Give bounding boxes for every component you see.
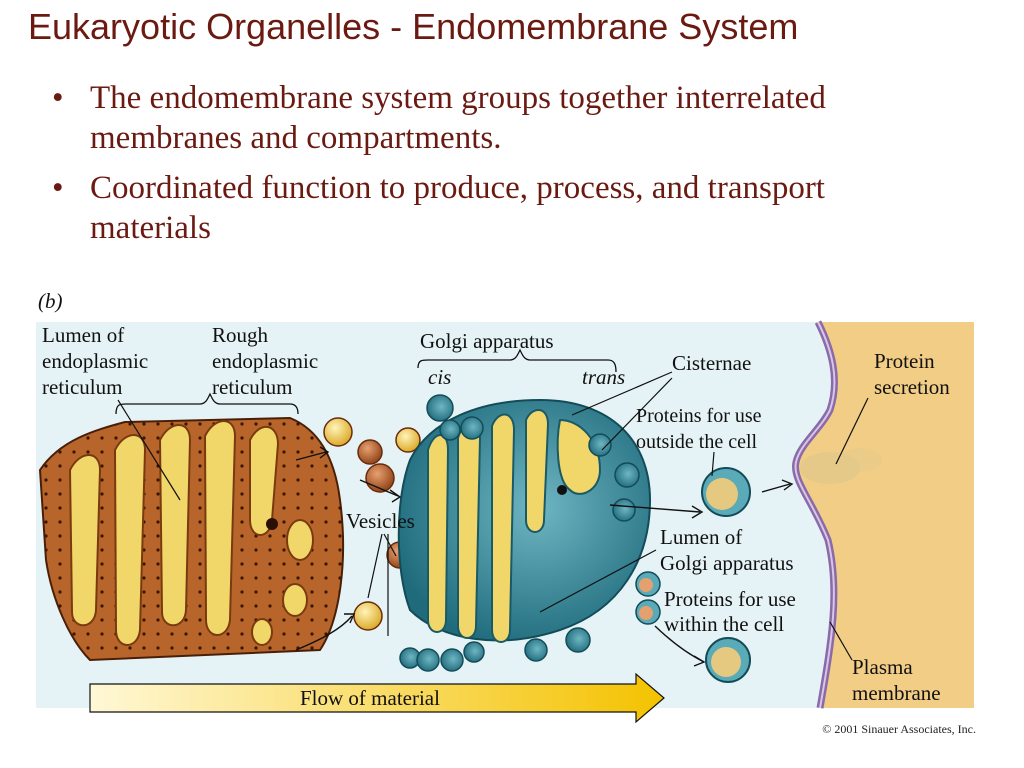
label-rough-er: Rough endoplasmic reticulum: [212, 323, 323, 399]
label-brackets: [115, 348, 617, 415]
secretory-vesicle: [701, 467, 751, 517]
rough-er: [38, 416, 345, 662]
bullet-item: • The endomembrane system groups togethe…: [52, 78, 952, 158]
label-lumen-golgi: Lumen of Golgi apparatus: [660, 525, 794, 575]
lysosomal-vesicle: [635, 571, 751, 683]
label-plasma-membrane: Plasma membrane: [852, 655, 941, 705]
bullet-item: • Coordinated function to produce, proce…: [52, 168, 952, 248]
flow-arrow: Flow of material: [89, 672, 665, 724]
label-protein-secretion: Protein secretion: [874, 349, 950, 399]
process-arrows: [295, 446, 794, 667]
bullet-text: Coordinated function to produce, process…: [90, 170, 825, 246]
secretion-cloud: [800, 448, 882, 484]
label-proteins-within: Proteins for use within the cell: [664, 587, 801, 636]
panel-label: (b): [38, 289, 63, 313]
golgi-apparatus: [397, 398, 652, 643]
label-proteins-outside: Proteins for use outside the cell: [636, 405, 767, 453]
plasma-membrane-inner: [794, 321, 836, 709]
slide-title: Eukaryotic Organelles - Endomembrane Sys…: [28, 6, 799, 47]
label-vesicles: Vesicles: [346, 509, 415, 533]
golgi-vesicles: [399, 394, 640, 672]
extracellular-region: [795, 322, 974, 708]
label-cis: cis: [428, 365, 451, 389]
bullet-glyph: •: [52, 170, 64, 206]
bullet-list: • The endomembrane system groups togethe…: [52, 78, 952, 258]
label-golgi-apparatus: Golgi apparatus: [420, 329, 554, 353]
bullet-text: The endomembrane system groups together …: [90, 80, 826, 156]
label-cisternae: Cisternae: [672, 351, 751, 375]
flow-label: Flow of material: [300, 686, 440, 710]
label-trans: trans: [582, 365, 625, 389]
bullet-glyph: •: [52, 80, 64, 116]
leader-lines: [117, 371, 869, 661]
label-lumen-er: Lumen of endoplasmic reticulum: [42, 323, 153, 399]
copyright-notice: © 2001 Sinauer Associates, Inc.: [822, 722, 976, 736]
